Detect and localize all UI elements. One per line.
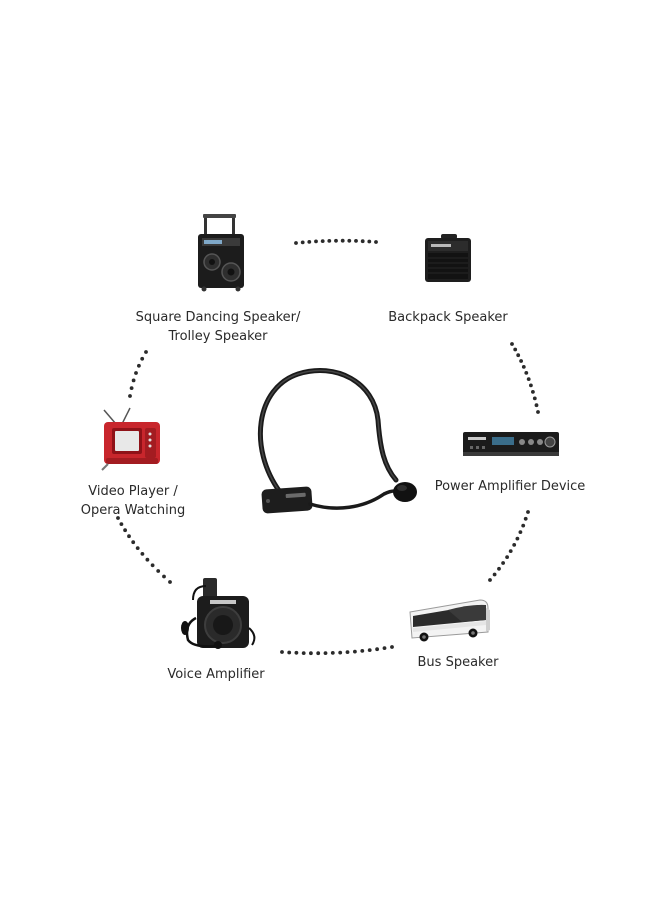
connector-lower-left-dot [145, 557, 150, 562]
connector-bottom-dot [323, 651, 328, 655]
connector-top-dot [340, 238, 345, 243]
connector-bottom-dot [330, 651, 335, 655]
connector-top-dot [334, 238, 338, 243]
connector-bottom-dot [338, 650, 343, 655]
waist-amplifier-icon [181, 578, 256, 649]
voice-amplifier-label-text: Voice Amplifier [167, 667, 265, 682]
connector-bottom-dot [382, 646, 387, 650]
video-player-label: Video Player / Opera Watching [70, 482, 196, 520]
guitar-amp-icon [425, 234, 471, 282]
connector-lower-right-dot [492, 572, 497, 577]
voice-amplifier-label: Voice Amplifier [150, 665, 282, 684]
connector-upper-right-dot [519, 359, 523, 363]
connector-upper-right-dot [534, 403, 539, 408]
connector-upper-left-dot [134, 371, 138, 375]
connector-upper-right-dot [526, 377, 531, 381]
connector-top-dot [300, 240, 305, 245]
trolley-speaker-label: Square Dancing Speaker/ Trolley Speaker [130, 308, 306, 346]
connector-top-dot [294, 241, 298, 245]
connector-top-dot [367, 239, 372, 244]
connector-upper-left-dot [129, 386, 134, 390]
video-player-label-line2: Opera Watching [80, 503, 186, 518]
rack-amplifier-icon [463, 432, 559, 456]
connector-lower-right-dot [488, 578, 492, 582]
connector-bottom-dot [309, 651, 313, 656]
connector-upper-right-dot [536, 410, 540, 414]
connector-bottom-dot [287, 650, 292, 655]
connector-top-dot [314, 239, 318, 244]
connector-lower-left-dot [168, 580, 172, 584]
connector-upper-left-dot [144, 350, 148, 354]
connector-upper-right-dot [516, 353, 521, 358]
connector-upper-left-dot [131, 378, 136, 383]
connector-bottom-dot [353, 649, 357, 654]
connector-top-dot [360, 239, 365, 244]
connector-lower-right-dot [518, 530, 523, 534]
connector-top-dot [374, 240, 378, 244]
connector-lower-left-dot [135, 546, 140, 550]
connector-lower-right-dot [521, 523, 526, 528]
trolley-speaker-label-line1: Square Dancing Speaker/ [135, 310, 301, 325]
connector-upper-left-dot [137, 363, 141, 368]
connector-lower-right-dot [523, 516, 528, 521]
connector-lower-right-dot [501, 561, 505, 565]
connector-lower-left-dot [156, 569, 161, 573]
connector-upper-right-dot [513, 347, 518, 352]
connector-bottom-dot [280, 650, 284, 654]
bus-speaker-label-text: Bus Speaker [417, 655, 499, 670]
connector-bottom-dot [294, 650, 299, 655]
connector-bottom-dot [301, 651, 306, 655]
connector-top-dot [354, 239, 358, 243]
connector-lower-left-dot [123, 528, 127, 533]
connector-lower-left-dot [116, 516, 120, 520]
video-player-label-line1: Video Player / [88, 484, 178, 499]
trolley-speaker-label-line2: Trolley Speaker [168, 329, 268, 344]
connector-lower-left-dot [162, 574, 166, 579]
connector-bottom-dot [390, 645, 394, 649]
power-amplifier-label-text: Power Amplifier Device [434, 479, 586, 494]
connector-bottom-dot [360, 649, 365, 653]
connector-lower-right-dot [515, 536, 520, 541]
connector-upper-right-dot [521, 365, 526, 369]
connector-upper-right-dot [529, 383, 533, 388]
connector-upper-right-dot [510, 342, 514, 346]
dotted-connectors [116, 238, 540, 656]
connector-bottom-dot [367, 648, 372, 652]
connector-top-dot [327, 239, 332, 243]
bus-speaker-label: Bus Speaker [402, 653, 514, 672]
connector-upper-right-dot [532, 396, 537, 401]
connector-bottom-dot [375, 647, 379, 652]
connector-lower-left-dot [127, 534, 131, 539]
connector-upper-left-dot [140, 356, 145, 361]
connector-lower-left-dot [119, 522, 124, 526]
power-amplifier-label: Power Amplifier Device [430, 477, 590, 496]
backpack-speaker-label-text: Backpack Speaker [388, 310, 508, 325]
portable-tv-icon [101, 407, 160, 471]
connector-bottom-dot [316, 651, 321, 656]
connector-upper-right-dot [531, 390, 535, 394]
connector-top-dot [320, 239, 325, 244]
connector-lower-right-dot [505, 555, 509, 559]
trolley-speaker-icon [198, 214, 244, 292]
connector-lower-right-dot [508, 549, 513, 553]
backpack-speaker-label: Backpack Speaker [380, 308, 516, 327]
connector-lower-left-dot [150, 563, 155, 568]
connector-top-dot [347, 238, 352, 243]
connector-lower-left-dot [140, 552, 145, 556]
headset-microphone-icon [257, 368, 417, 514]
connector-lower-left-dot [131, 540, 136, 545]
connector-bottom-dot [345, 650, 350, 654]
connector-lower-right-dot [526, 510, 530, 514]
connector-upper-right-dot [524, 371, 529, 375]
connector-lower-right-dot [512, 543, 517, 547]
connector-lower-right-dot [497, 566, 501, 571]
connector-top-dot [307, 240, 312, 244]
connector-upper-left-dot [128, 394, 132, 398]
bus-icon [409, 599, 490, 642]
